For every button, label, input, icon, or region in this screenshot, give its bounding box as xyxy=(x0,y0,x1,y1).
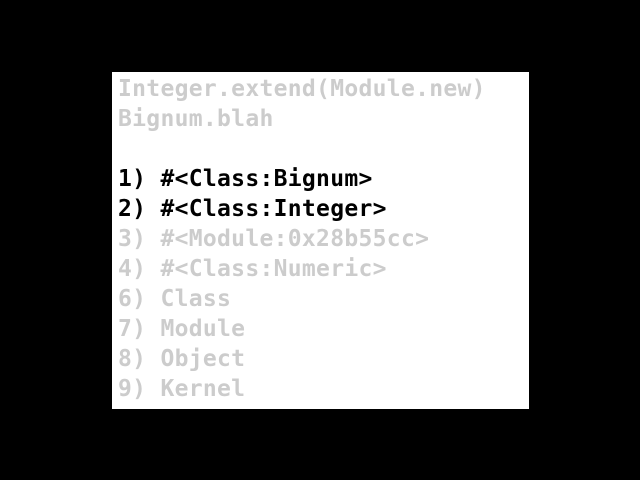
code-line-call: Bignum.blah xyxy=(118,106,274,132)
ancestor-item-9: 9) Kernel xyxy=(118,376,246,402)
ancestor-item-7: 7) Module xyxy=(118,316,246,342)
ancestor-item-1: 1) #<Class:Bignum> xyxy=(118,166,373,192)
ancestor-item-6: 6) Class xyxy=(118,286,232,312)
code-line-extend: Integer.extend(Module.new) xyxy=(118,76,486,102)
ancestor-item-3: 3) #<Module:0x28b55cc> xyxy=(118,226,430,252)
spacer xyxy=(118,134,529,164)
ancestor-item-4: 4) #<Class:Numeric> xyxy=(118,256,387,282)
code-panel: Integer.extend(Module.new) Bignum.blah 1… xyxy=(112,72,529,409)
ancestor-item-8: 8) Object xyxy=(118,346,246,372)
ancestor-item-2: 2) #<Class:Integer> xyxy=(118,196,387,222)
